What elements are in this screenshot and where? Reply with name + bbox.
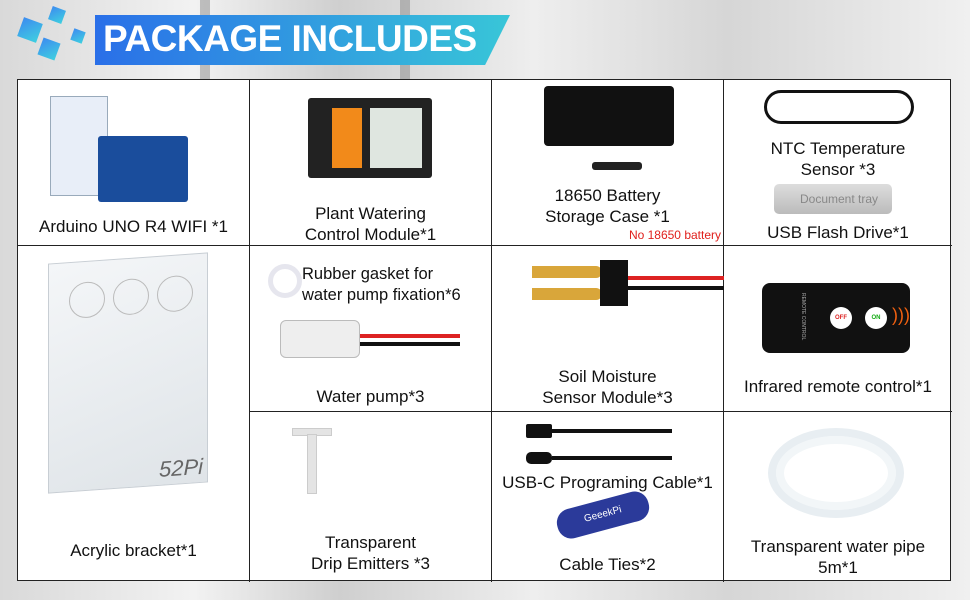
gasket-label-2: water pump fixation*6 [302, 286, 461, 304]
cell-usb-c-ties: USB-C Programing Cable*1 GeeekPi Cable T… [492, 412, 724, 582]
plant-module-image [308, 98, 432, 178]
cell-drip: Transparent Drip Emitters *3 [250, 412, 492, 582]
cell-soil-sensor: Soil Moisture Sensor Module*3 [492, 246, 724, 412]
drip-emitter-stem [307, 434, 317, 494]
battery-note: No 18650 battery [628, 228, 721, 242]
cable-ties-label: Cable Ties*2 [559, 555, 656, 574]
page-title: PACKAGE INCLUDES [103, 18, 477, 59]
cell-arduino: Arduino UNO R4 WIFI *1 [18, 80, 250, 246]
soil-probe-image [532, 266, 602, 278]
package-grid: Arduino UNO R4 WIFI *1 Plant Watering Co… [17, 79, 952, 582]
battery-label-1: 18650 Battery [554, 186, 661, 205]
battery-case-image [544, 86, 674, 146]
water-pipe-label-1: Transparent water pipe [750, 537, 926, 556]
on-button-icon: ON [865, 307, 887, 329]
drip-label-1: Transparent [324, 533, 417, 552]
cable-tie-image: GeeekPi [553, 488, 653, 542]
water-pipe-label-2: 5m*1 [818, 558, 858, 577]
off-button-icon: OFF [830, 307, 852, 329]
water-pump-label: Water pump*3 [316, 387, 425, 406]
cell-ir-remote: REMOTE CONTROL OFF ON ))) Infrared remot… [724, 246, 952, 412]
water-pump-image [280, 320, 360, 358]
cell-battery-case: 18650 Battery Storage Case *1 No 18650 b… [492, 80, 724, 246]
pump-wire-red [360, 334, 460, 338]
usb-c-label: USB-C Programing Cable*1 [502, 473, 713, 492]
arduino-board-image [98, 136, 188, 202]
acrylic-label: Acrylic bracket*1 [70, 541, 197, 560]
plant-module-label-2: Control Module*1 [304, 225, 437, 244]
decor-square [37, 37, 61, 61]
ir-remote-label: Infrared remote control*1 [743, 377, 933, 396]
pump-wire-black [360, 342, 460, 346]
usb-a-plug-image [526, 424, 552, 438]
ntc-label-1: NTC Temperature [770, 139, 906, 158]
usb-c-plug-image [526, 452, 552, 464]
cell-gasket-pump: Rubber gasket for water pump fixation*6 … [250, 246, 492, 412]
soil-label-2: Sensor Module*3 [542, 388, 673, 407]
gasket-label-1: Rubber gasket for [302, 265, 434, 283]
cell-water-pipe: Transparent water pipe 5m*1 [724, 412, 952, 582]
soil-wire [628, 286, 724, 290]
soil-wire [628, 276, 724, 280]
battery-label-2: Storage Case *1 [545, 207, 670, 226]
plant-module-label-1: Plant Watering [315, 204, 426, 223]
soil-label-1: Soil Moisture [558, 367, 657, 386]
acrylic-bracket-image: 52Pi [48, 252, 208, 494]
ntc-label-2: Sensor *3 [800, 160, 876, 179]
ir-signal-icon: ))) [892, 305, 910, 325]
usb-drive-image: Document tray [774, 184, 892, 214]
gasket-image [268, 264, 302, 298]
drip-label-2: Drip Emitters *3 [310, 554, 431, 573]
decor-square [48, 6, 66, 24]
ir-remote-image: REMOTE CONTROL OFF ON ))) [762, 283, 910, 353]
cell-acrylic: 52Pi Acrylic bracket*1 [18, 246, 250, 582]
decor-square [17, 17, 43, 43]
water-pipe-image [768, 428, 904, 518]
cable-image [552, 456, 672, 460]
cable-image [552, 429, 672, 433]
cell-plant-module: Plant Watering Control Module*1 [250, 80, 492, 246]
dc-plug-image [592, 162, 642, 170]
arduino-label: Arduino UNO R4 WIFI *1 [39, 217, 228, 236]
soil-board-image [600, 260, 628, 306]
soil-probe-image [532, 288, 602, 300]
cell-ntc-usb: NTC Temperature Sensor *3 Document tray … [724, 80, 952, 246]
decor-square [70, 28, 86, 44]
usb-flash-label: USB Flash Drive*1 [767, 223, 909, 242]
ntc-sensor-image [764, 90, 914, 124]
header-banner [95, 15, 510, 65]
